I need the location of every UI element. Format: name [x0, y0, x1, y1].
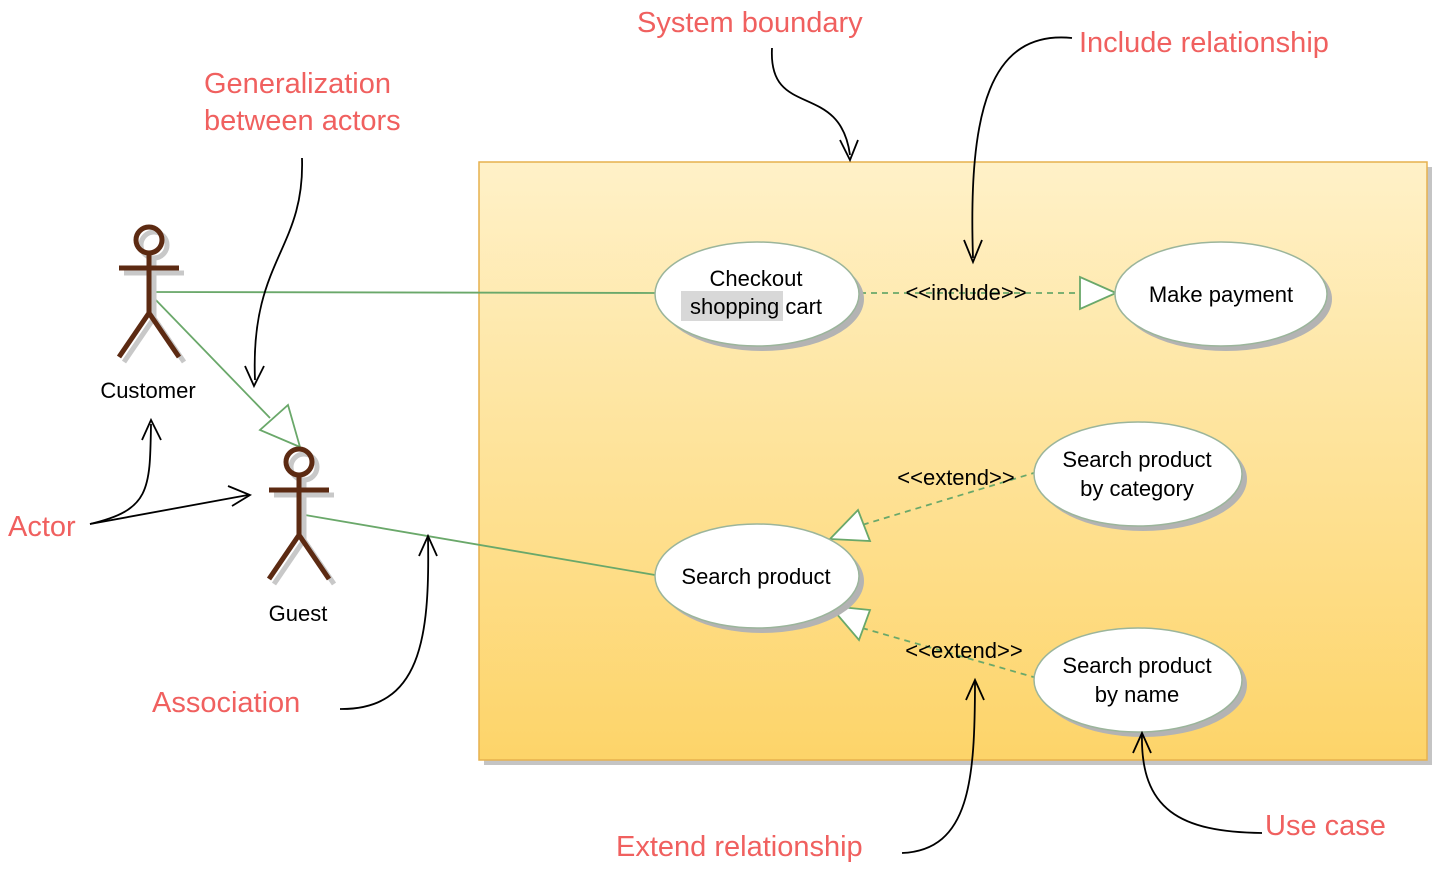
by-category-label-line2: by category: [1080, 476, 1194, 501]
extend-name-line[interactable]: [861, 627, 1038, 679]
actor-customer[interactable]: Customer: [100, 224, 196, 403]
association-customer-checkout[interactable]: [149, 291, 656, 294]
pointer-association: [339, 533, 438, 710]
annotation-system-boundary: System boundary: [637, 7, 863, 39]
actor-guest[interactable]: Guest: [266, 446, 337, 626]
generalization-line[interactable]: [151, 295, 271, 419]
extend-category-stereotype: <<extend>>: [897, 465, 1014, 490]
checkout-text-highlight: [681, 291, 783, 321]
use-case-search-product[interactable]: Search product: [654, 523, 864, 633]
use-case-checkout[interactable]: Checkout shopping cart: [654, 241, 864, 351]
pointer-include: [963, 36, 1073, 265]
by-category-label-line1: Search product: [1062, 447, 1211, 472]
actor-customer-figure: [116, 224, 182, 359]
use-case-search-by-name[interactable]: Search product by name: [1033, 627, 1247, 737]
actor-customer-label: Customer: [100, 378, 195, 403]
use-case-make-payment[interactable]: Make payment: [1114, 241, 1332, 351]
extend-category-arrowhead: [827, 508, 872, 542]
pointer-actor-to-customer: [89, 417, 162, 525]
make-payment-label: Make payment: [1149, 282, 1293, 307]
include-stereotype: <<include>>: [905, 280, 1026, 305]
generalization-arrowhead: [258, 403, 302, 449]
pointer-system-boundary: [771, 47, 859, 163]
pointer-actor-to-guest: [89, 485, 252, 525]
annotation-generalization-line1: Generalization: [204, 68, 391, 100]
extend-category-line[interactable]: [861, 471, 1038, 526]
annotation-extend-relationship: Extend relationship: [616, 831, 863, 863]
pointer-use-case: [1132, 730, 1263, 834]
actor-guest-figure: [266, 446, 332, 581]
annotation-association: Association: [152, 687, 300, 719]
annotation-include-relationship: Include relationship: [1079, 27, 1329, 59]
annotation-generalization-line2: between actors: [204, 105, 401, 137]
search-product-label: Search product: [681, 564, 830, 589]
checkout-label-line1: Checkout: [710, 266, 803, 291]
association-guest-search[interactable]: [304, 514, 656, 576]
pointer-generalization: [244, 157, 303, 389]
pointer-extend: [901, 677, 985, 854]
use-case-search-by-category[interactable]: Search product by category: [1033, 421, 1247, 531]
extend-name-stereotype: <<extend>>: [905, 638, 1022, 663]
annotation-actor: Actor: [8, 511, 76, 543]
include-arrowhead: [1079, 275, 1119, 311]
actor-guest-label: Guest: [269, 601, 328, 626]
by-name-label-line1: Search product: [1062, 653, 1211, 678]
annotation-use-case: Use case: [1265, 810, 1386, 842]
checkout-label-line2: shopping cart: [690, 294, 822, 319]
by-name-label-line2: by name: [1095, 682, 1179, 707]
